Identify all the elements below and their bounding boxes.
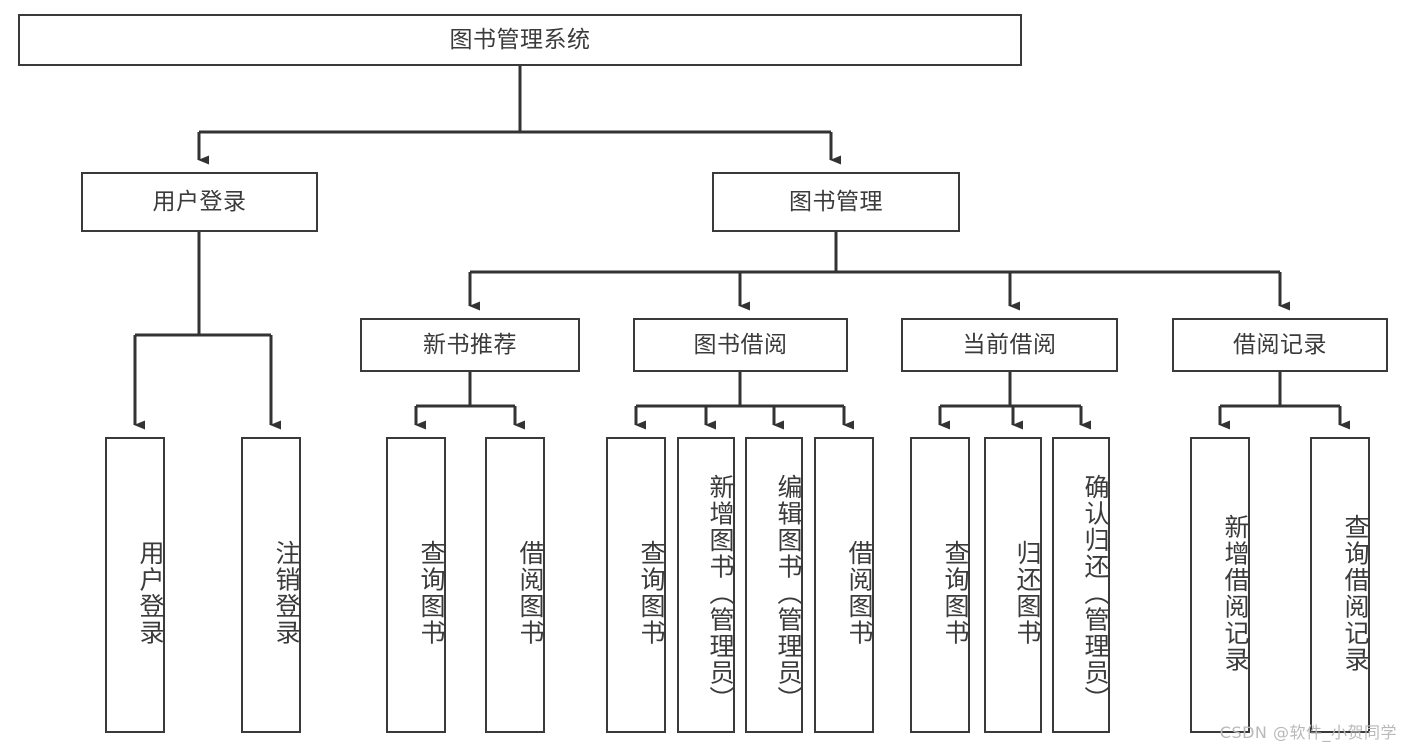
node-book-manage-label: 图书管理: [789, 188, 883, 215]
csdn-watermark: CSDN @软件_小贺同学: [1219, 723, 1397, 742]
node-leaf-cb-query-label: 查询图书: [941, 540, 970, 646]
node-leaf-br-query-label: 查询借阅记录: [1341, 513, 1370, 673]
node-leaf-cb-query[interactable]: 查询图书: [910, 437, 970, 733]
node-leaf-rec-borrow[interactable]: 借阅图书: [485, 437, 545, 733]
node-new-book-rec[interactable]: 新书推荐: [360, 318, 580, 372]
node-leaf-user-login[interactable]: 用户登录: [105, 437, 165, 733]
node-borrow-record-label: 借阅记录: [1233, 331, 1327, 358]
node-leaf-cb-return-label: 归还图书: [1013, 540, 1042, 646]
node-leaf-bb-edit-label: 编辑图书（管理员）: [774, 473, 803, 713]
node-leaf-bb-query-label: 查询图书: [637, 540, 666, 646]
node-user-login-label: 用户登录: [152, 188, 247, 215]
node-leaf-bb-query[interactable]: 查询图书: [606, 437, 666, 733]
node-leaf-rec-query[interactable]: 查询图书: [386, 437, 446, 733]
node-new-book-rec-label: 新书推荐: [423, 331, 517, 358]
node-leaf-rec-query-label: 查询图书: [417, 540, 446, 646]
node-book-borrow-label: 图书借阅: [693, 331, 788, 358]
node-current-borrow-label: 当前借阅: [962, 331, 1057, 358]
node-leaf-bb-borrow[interactable]: 借阅图书: [814, 437, 874, 733]
node-root-label: 图书管理系统: [449, 26, 591, 53]
node-leaf-cb-confirm[interactable]: 确认归还（管理员）: [1052, 437, 1110, 733]
node-user-login[interactable]: 用户登录: [81, 172, 318, 232]
node-borrow-record[interactable]: 借阅记录: [1172, 318, 1388, 372]
node-book-manage[interactable]: 图书管理: [712, 172, 960, 232]
node-book-borrow[interactable]: 图书借阅: [633, 318, 848, 372]
node-leaf-cb-return[interactable]: 归还图书: [984, 437, 1042, 733]
node-leaf-user-login-label: 用户登录: [136, 540, 165, 646]
node-leaf-user-logout[interactable]: 注销登录: [241, 437, 301, 733]
node-leaf-cb-confirm-label: 确认归还（管理员）: [1081, 473, 1110, 713]
node-leaf-bb-add[interactable]: 新增图书（管理员）: [677, 437, 735, 733]
node-root[interactable]: 图书管理系统: [18, 14, 1022, 66]
node-leaf-br-query[interactable]: 查询借阅记录: [1310, 437, 1370, 733]
node-leaf-br-add[interactable]: 新增借阅记录: [1190, 437, 1250, 733]
node-leaf-bb-edit[interactable]: 编辑图书（管理员）: [745, 437, 803, 733]
node-leaf-bb-add-label: 新增图书（管理员）: [706, 473, 735, 713]
node-leaf-rec-borrow-label: 借阅图书: [516, 540, 545, 646]
node-leaf-br-add-label: 新增借阅记录: [1221, 513, 1250, 673]
node-leaf-user-logout-label: 注销登录: [272, 540, 301, 646]
node-leaf-bb-borrow-label: 借阅图书: [845, 540, 874, 646]
node-current-borrow[interactable]: 当前借阅: [901, 318, 1118, 372]
